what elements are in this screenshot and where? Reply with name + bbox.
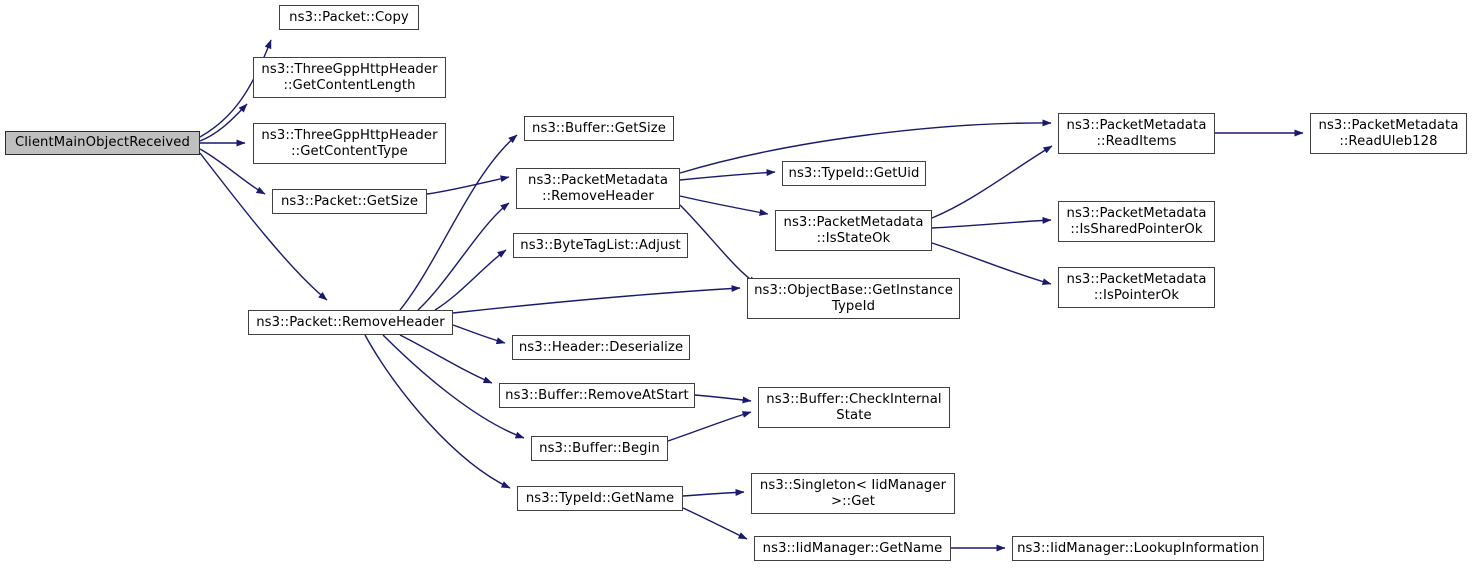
graph-node-label: ns3::ThreeGppHttpHeader ::GetContentType <box>261 127 438 159</box>
graph-edge-n5-to-n12 <box>364 334 511 489</box>
graph-edge-n7-to-n14 <box>679 195 769 216</box>
graph-edge-n12-to-n18 <box>682 507 748 540</box>
graph-node-label: ns3::PacketMetadata ::IsSharedPointerOk <box>1066 205 1207 237</box>
graph-node-label: ns3::Buffer::Begin <box>539 440 660 456</box>
graph-edge-n5-to-n15 <box>452 285 741 314</box>
graph-node-label: ns3::TypeId::GetUid <box>788 165 920 181</box>
graph-node-n6[interactable]: ns3::Buffer::GetSize <box>524 116 674 141</box>
graph-node-n17[interactable]: ns3::Singleton< IidManager >::Get <box>751 473 955 514</box>
graph-node-label: ns3::Packet::GetSize <box>280 193 419 209</box>
graph-edge-n5-to-n8 <box>434 249 507 311</box>
graph-node-label: ns3::Header::Deserialize <box>518 339 684 355</box>
graph-edge-n11-to-n16 <box>667 411 752 442</box>
graph-node-n15[interactable]: ns3::ObjectBase::GetInstance TypeId <box>747 278 960 319</box>
graph-node-n5[interactable]: ns3::Packet::RemoveHeader <box>248 310 453 335</box>
graph-node-n18[interactable]: ns3::IidManager::GetName <box>754 536 951 561</box>
graph-node-label: ns3::Packet::RemoveHeader <box>256 314 445 330</box>
graph-edge-n7-to-n15 <box>679 204 758 285</box>
graph-node-n11[interactable]: ns3::Buffer::Begin <box>531 436 668 461</box>
graph-edge-n14-to-n19 <box>931 145 1053 219</box>
graph-node-n8[interactable]: ns3::ByteTagList::Adjust <box>513 233 688 258</box>
graph-node-n14[interactable]: ns3::PacketMetadata ::IsStateOk <box>775 210 932 251</box>
graph-node-n7[interactable]: ns3::PacketMetadata ::RemoveHeader <box>516 168 680 209</box>
graph-node-label: ns3::PacketMetadata ::ReadItems <box>1066 117 1207 149</box>
graph-node-label: ns3::ThreeGppHttpHeader ::GetContentLeng… <box>261 61 438 93</box>
graph-node-n9[interactable]: ns3::Header::Deserialize <box>512 335 690 360</box>
graph-node-label: ns3::IidManager::GetName <box>762 540 943 556</box>
graph-node-label: ns3::Buffer::RemoveAtStart <box>505 387 689 403</box>
graph-edge-n7-to-n13 <box>679 169 776 181</box>
graph-node-n19[interactable]: ns3::PacketMetadata ::ReadItems <box>1058 113 1215 154</box>
graph-node-label: ns3::IidManager::LookupInformation <box>1017 540 1259 556</box>
graph-node-label: ns3::TypeId::GetName <box>525 490 675 506</box>
graph-node-label: ns3::ObjectBase::GetInstance TypeId <box>754 282 953 314</box>
graph-node-n2[interactable]: ns3::ThreeGppHttpHeader ::GetContentLeng… <box>253 57 446 98</box>
graph-edge-n10-to-n16 <box>694 394 752 404</box>
graph-edge-n4-to-n7 <box>426 175 510 195</box>
graph-node-label: ns3::PacketMetadata ::RemoveHeader <box>528 172 668 204</box>
graph-node-n4[interactable]: ns3::Packet::GetSize <box>272 189 427 214</box>
graph-node-label: ns3::ByteTagList::Adjust <box>520 237 681 253</box>
graph-node-n13[interactable]: ns3::TypeId::GetUid <box>782 161 926 186</box>
graph-node-label: ns3::Singleton< IidManager >::Get <box>759 477 947 509</box>
graph-node-label: ns3::PacketMetadata ::IsStateOk <box>783 214 924 246</box>
graph-node-n1[interactable]: ns3::Packet::Copy <box>279 5 419 30</box>
graph-node-n3[interactable]: ns3::ThreeGppHttpHeader ::GetContentType <box>253 123 446 164</box>
graph-edge-n5-to-n9 <box>452 324 506 345</box>
graph-edge-n5-to-n10 <box>399 334 493 384</box>
graph-node-n20[interactable]: ns3::PacketMetadata ::IsSharedPointerOk <box>1058 201 1215 242</box>
graph-node-n16[interactable]: ns3::Buffer::CheckInternal State <box>758 387 950 428</box>
graph-edge-n14-to-n20 <box>931 216 1052 229</box>
graph-node-label: ns3::Buffer::GetSize <box>532 120 666 136</box>
graph-node-n10[interactable]: ns3::Buffer::RemoveAtStart <box>499 383 695 408</box>
graph-node-label: ns3::Packet::Copy <box>289 9 409 25</box>
graph-node-n23[interactable]: ns3::IidManager::LookupInformation <box>1012 536 1264 561</box>
graph-node-n0[interactable]: ClientMainObjectReceived <box>5 131 200 155</box>
graph-node-label: ns3::Buffer::CheckInternal State <box>766 391 942 423</box>
graph-edge-n5-to-n7 <box>417 202 510 311</box>
graph-node-n22[interactable]: ns3::PacketMetadata ::ReadUleb128 <box>1310 113 1467 154</box>
graph-edge-n0-to-n5 <box>199 152 328 301</box>
graph-node-n12[interactable]: ns3::TypeId::GetName <box>517 486 683 511</box>
graph-edge-n12-to-n17 <box>682 488 745 497</box>
graph-node-n21[interactable]: ns3::PacketMetadata ::IsPointerOk <box>1058 267 1215 308</box>
graph-node-label: ns3::PacketMetadata ::IsPointerOk <box>1066 271 1207 303</box>
graph-node-label: ns3::PacketMetadata ::ReadUleb128 <box>1318 117 1459 149</box>
graph-node-label: ClientMainObjectReceived <box>14 135 190 150</box>
graph-edge-n0-to-n2 <box>199 103 248 142</box>
